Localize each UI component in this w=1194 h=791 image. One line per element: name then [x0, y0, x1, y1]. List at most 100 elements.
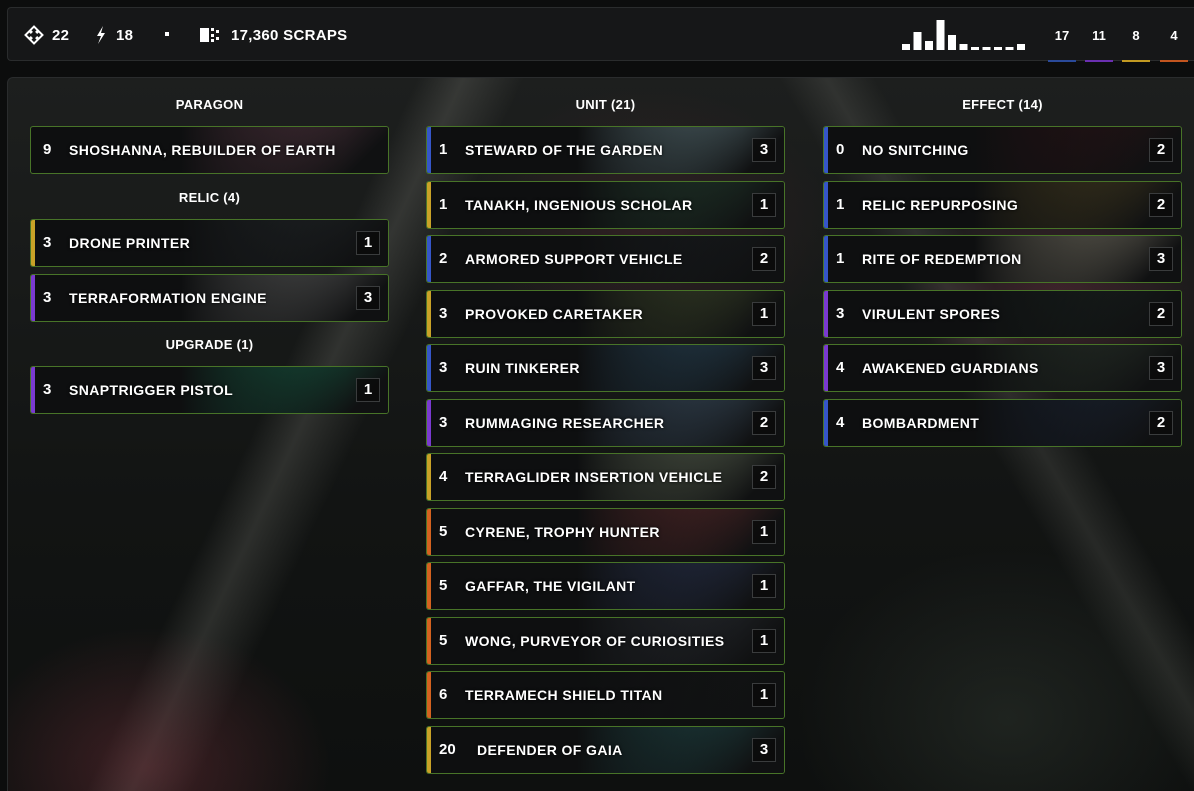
lightning-icon — [97, 26, 105, 44]
card-quantity-badge: 2 — [1149, 301, 1173, 326]
card-art-fade — [576, 181, 784, 228]
card-art-fade — [973, 236, 1181, 282]
card-quantity-badge: 2 — [1149, 192, 1173, 217]
relic-section-title: RELIC (4) — [178, 190, 241, 205]
card-quantity-badge: 1 — [752, 628, 776, 653]
card-art-fade — [576, 290, 784, 337]
card-quantity-badge: 3 — [1149, 247, 1173, 271]
mana-curve-bar — [1005, 47, 1014, 50]
card-color-bar — [427, 563, 431, 609]
card-count-value: 22 — [52, 26, 70, 44]
color-count-value: 4 — [1170, 28, 1178, 43]
card-color-bar — [427, 181, 431, 228]
mana-curve-bar — [913, 32, 922, 50]
separator-dot — [165, 32, 169, 36]
card-name: PROVOKED CARETAKER — [465, 305, 644, 322]
effect-section-title: EFFECT (14) — [962, 97, 1043, 112]
card-quantity-badge: 3 — [752, 138, 776, 162]
energy-stat: 18 — [94, 8, 133, 62]
card-color-bar — [31, 274, 35, 321]
card-quantity-badge: 2 — [752, 465, 776, 489]
card-color-bar — [427, 508, 431, 555]
card-quantity-badge: 1 — [752, 574, 776, 598]
card-color-bar — [824, 181, 828, 228]
card-quantity-badge: 3 — [1149, 356, 1173, 380]
card-name: TANAKH, INGENIOUS SCHOLAR — [465, 196, 693, 213]
card-name: TERRAFORMATION ENGINE — [69, 289, 267, 306]
card-art-fade — [576, 345, 784, 391]
card-art-fade — [973, 399, 1181, 446]
mana-curve-bar — [971, 47, 979, 50]
card-quantity-badge: 1 — [752, 301, 776, 326]
card-cost: 9 — [43, 141, 52, 158]
card-color-bar — [427, 726, 431, 773]
card-count-stat: 22 — [24, 8, 69, 62]
card-color-bar — [427, 672, 431, 718]
color-count-underline — [1048, 60, 1076, 62]
card-name: RITE OF REDEMPTION — [862, 251, 1022, 267]
card-art-fade — [973, 181, 1181, 228]
card-art-fade — [576, 127, 784, 173]
card-art-fade — [180, 127, 388, 173]
mana-curve-bar — [925, 41, 933, 50]
card-art-fade — [180, 367, 388, 413]
card-cost: 6 — [439, 686, 448, 703]
card-art-fade — [973, 127, 1181, 173]
card-color-bar — [427, 236, 431, 282]
upgrade-section-title: UPGRADE (1) — [165, 337, 254, 352]
scraps-icon — [200, 28, 219, 42]
card-art-fade — [576, 617, 784, 664]
card-quantity-badge: 1 — [752, 519, 776, 544]
color-count-value: 11 — [1092, 28, 1106, 43]
card-cost: 20 — [439, 740, 456, 758]
card-name: VIRULENT SPORES — [862, 305, 1001, 322]
card-name: STEWARD OF THE GARDEN — [465, 142, 664, 158]
card-cost: 3 — [43, 288, 52, 306]
card-name: DRONE PRINTER — [69, 235, 191, 251]
card-cost: 3 — [836, 304, 845, 322]
card-quantity-badge: 3 — [752, 356, 776, 380]
mana-curve-bar — [959, 44, 968, 50]
deck-card-row[interactable]: 3 PROVOKED CARETAKER 1 — [426, 289, 785, 338]
scraps-stat: 17,360 SCRAPS — [199, 8, 347, 62]
deck-card-row[interactable]: 3 VIRULENT SPORES 2 — [823, 289, 1182, 338]
diamond-grid-icon — [24, 25, 44, 45]
card-cost: 4 — [836, 359, 845, 376]
mana-curve-bar — [948, 35, 956, 50]
card-art-fade — [576, 672, 784, 718]
card-name: TERRAGLIDER INSERTION VEHICLE — [465, 469, 723, 485]
color-count-underline — [1160, 60, 1188, 62]
color-count-underline — [1122, 60, 1150, 62]
card-quantity-badge: 2 — [1149, 410, 1173, 435]
color-count-value: 17 — [1054, 28, 1070, 43]
card-cost: 1 — [836, 195, 845, 213]
card-art-fade — [576, 508, 784, 555]
card-color-bar — [824, 236, 828, 282]
card-color-bar — [427, 345, 431, 391]
mana-curve-bar — [936, 20, 945, 50]
card-cost: 1 — [439, 141, 448, 158]
card-name: BOMBARDMENT — [862, 414, 980, 431]
card-cost: 3 — [439, 304, 448, 322]
deck-card-row[interactable]: 1 STEWARD OF THE GARDEN 3 — [426, 126, 785, 174]
